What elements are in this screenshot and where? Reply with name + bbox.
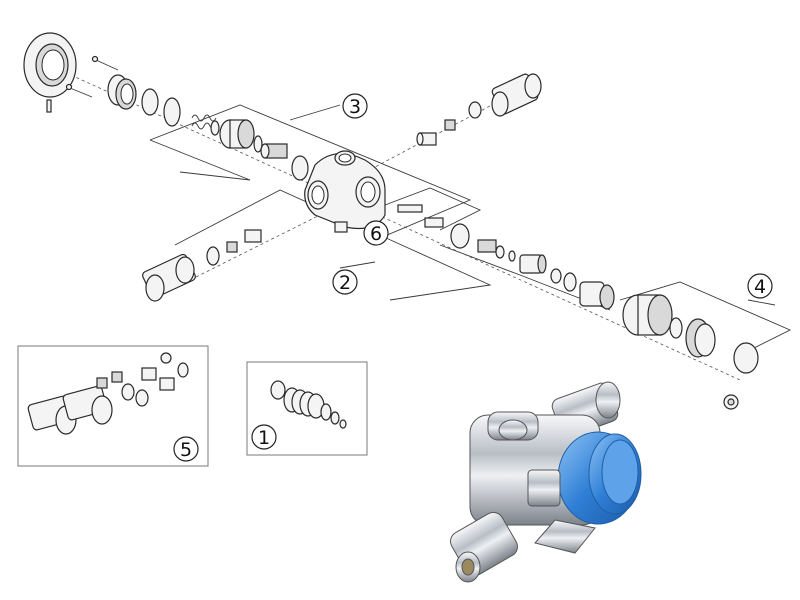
- threaded-nut-left: [107, 74, 137, 110]
- kit-5-washer-b: [177, 362, 189, 378]
- washer-lower: [206, 246, 220, 266]
- o-ring-e: [508, 250, 516, 262]
- valve-body: [304, 150, 386, 233]
- callout-3: 3: [342, 93, 368, 119]
- kit-box-1: [246, 361, 368, 456]
- kit-1-o-rings: [270, 380, 347, 429]
- cap-badge: [733, 342, 759, 374]
- spindle-lower: [519, 254, 547, 274]
- group-outline-4: [619, 281, 792, 356]
- kit-5-ring-b: [135, 389, 149, 407]
- headwork: [579, 281, 615, 310]
- check-valve-upper: [416, 132, 437, 146]
- assembly-axis: [59, 69, 741, 381]
- cartridge-sleeve: [219, 119, 255, 149]
- o-ring-c: [253, 135, 263, 153]
- assembly-axis-lower: [179, 209, 331, 286]
- o-ring-d: [291, 155, 309, 181]
- kit-5-fitting-b: [62, 385, 113, 425]
- thermo-element: [477, 239, 505, 259]
- piston-6: [397, 204, 444, 228]
- screw-upper: [91, 55, 119, 71]
- kit-5-ring-a: [121, 383, 135, 401]
- callout-label-4: 4: [754, 276, 766, 298]
- o-ring-a: [141, 88, 159, 116]
- check-valve-lower: [244, 229, 262, 243]
- filter-upper: [444, 119, 456, 131]
- washer-a: [210, 120, 220, 136]
- small-pin: [46, 99, 52, 113]
- small-screw-4: [723, 394, 739, 410]
- o-ring-h: [669, 317, 683, 339]
- callout-1: 1: [251, 424, 277, 450]
- seat-ring: [450, 223, 470, 249]
- callout-4: 4: [747, 273, 773, 299]
- washer-upper: [468, 101, 482, 119]
- callout-label-1: 1: [258, 427, 270, 449]
- screw-lower: [65, 83, 93, 98]
- callout-2: 2: [332, 269, 358, 295]
- callout-label-6: 6: [370, 223, 382, 245]
- callout-label-3: 3: [349, 96, 361, 118]
- group-outline-6: [384, 187, 482, 231]
- inlet-fitting-lower: [142, 253, 196, 302]
- callout-label-2: 2: [339, 272, 351, 294]
- thermostatic-valve-render: [450, 381, 642, 583]
- kit-5-checks: [141, 367, 175, 391]
- kit-5-filters: [96, 371, 123, 389]
- o-ring-f: [550, 268, 562, 284]
- o-ring-g: [563, 272, 577, 292]
- callout-5: 5: [173, 436, 199, 462]
- kit-5-washer-a: [160, 352, 172, 364]
- callout-6: 6: [363, 220, 389, 246]
- shroud: [622, 294, 673, 336]
- inlet-fitting-upper: [491, 73, 542, 117]
- filter-lower: [226, 241, 238, 253]
- o-ring-b: [163, 97, 181, 127]
- callout-label-5: 5: [180, 439, 192, 461]
- escutcheon-plate: [23, 32, 77, 98]
- control-knob-line: [685, 318, 716, 358]
- group-outline-3: [149, 104, 472, 239]
- spindle-upper: [260, 143, 288, 159]
- kit-box-5: [17, 345, 209, 467]
